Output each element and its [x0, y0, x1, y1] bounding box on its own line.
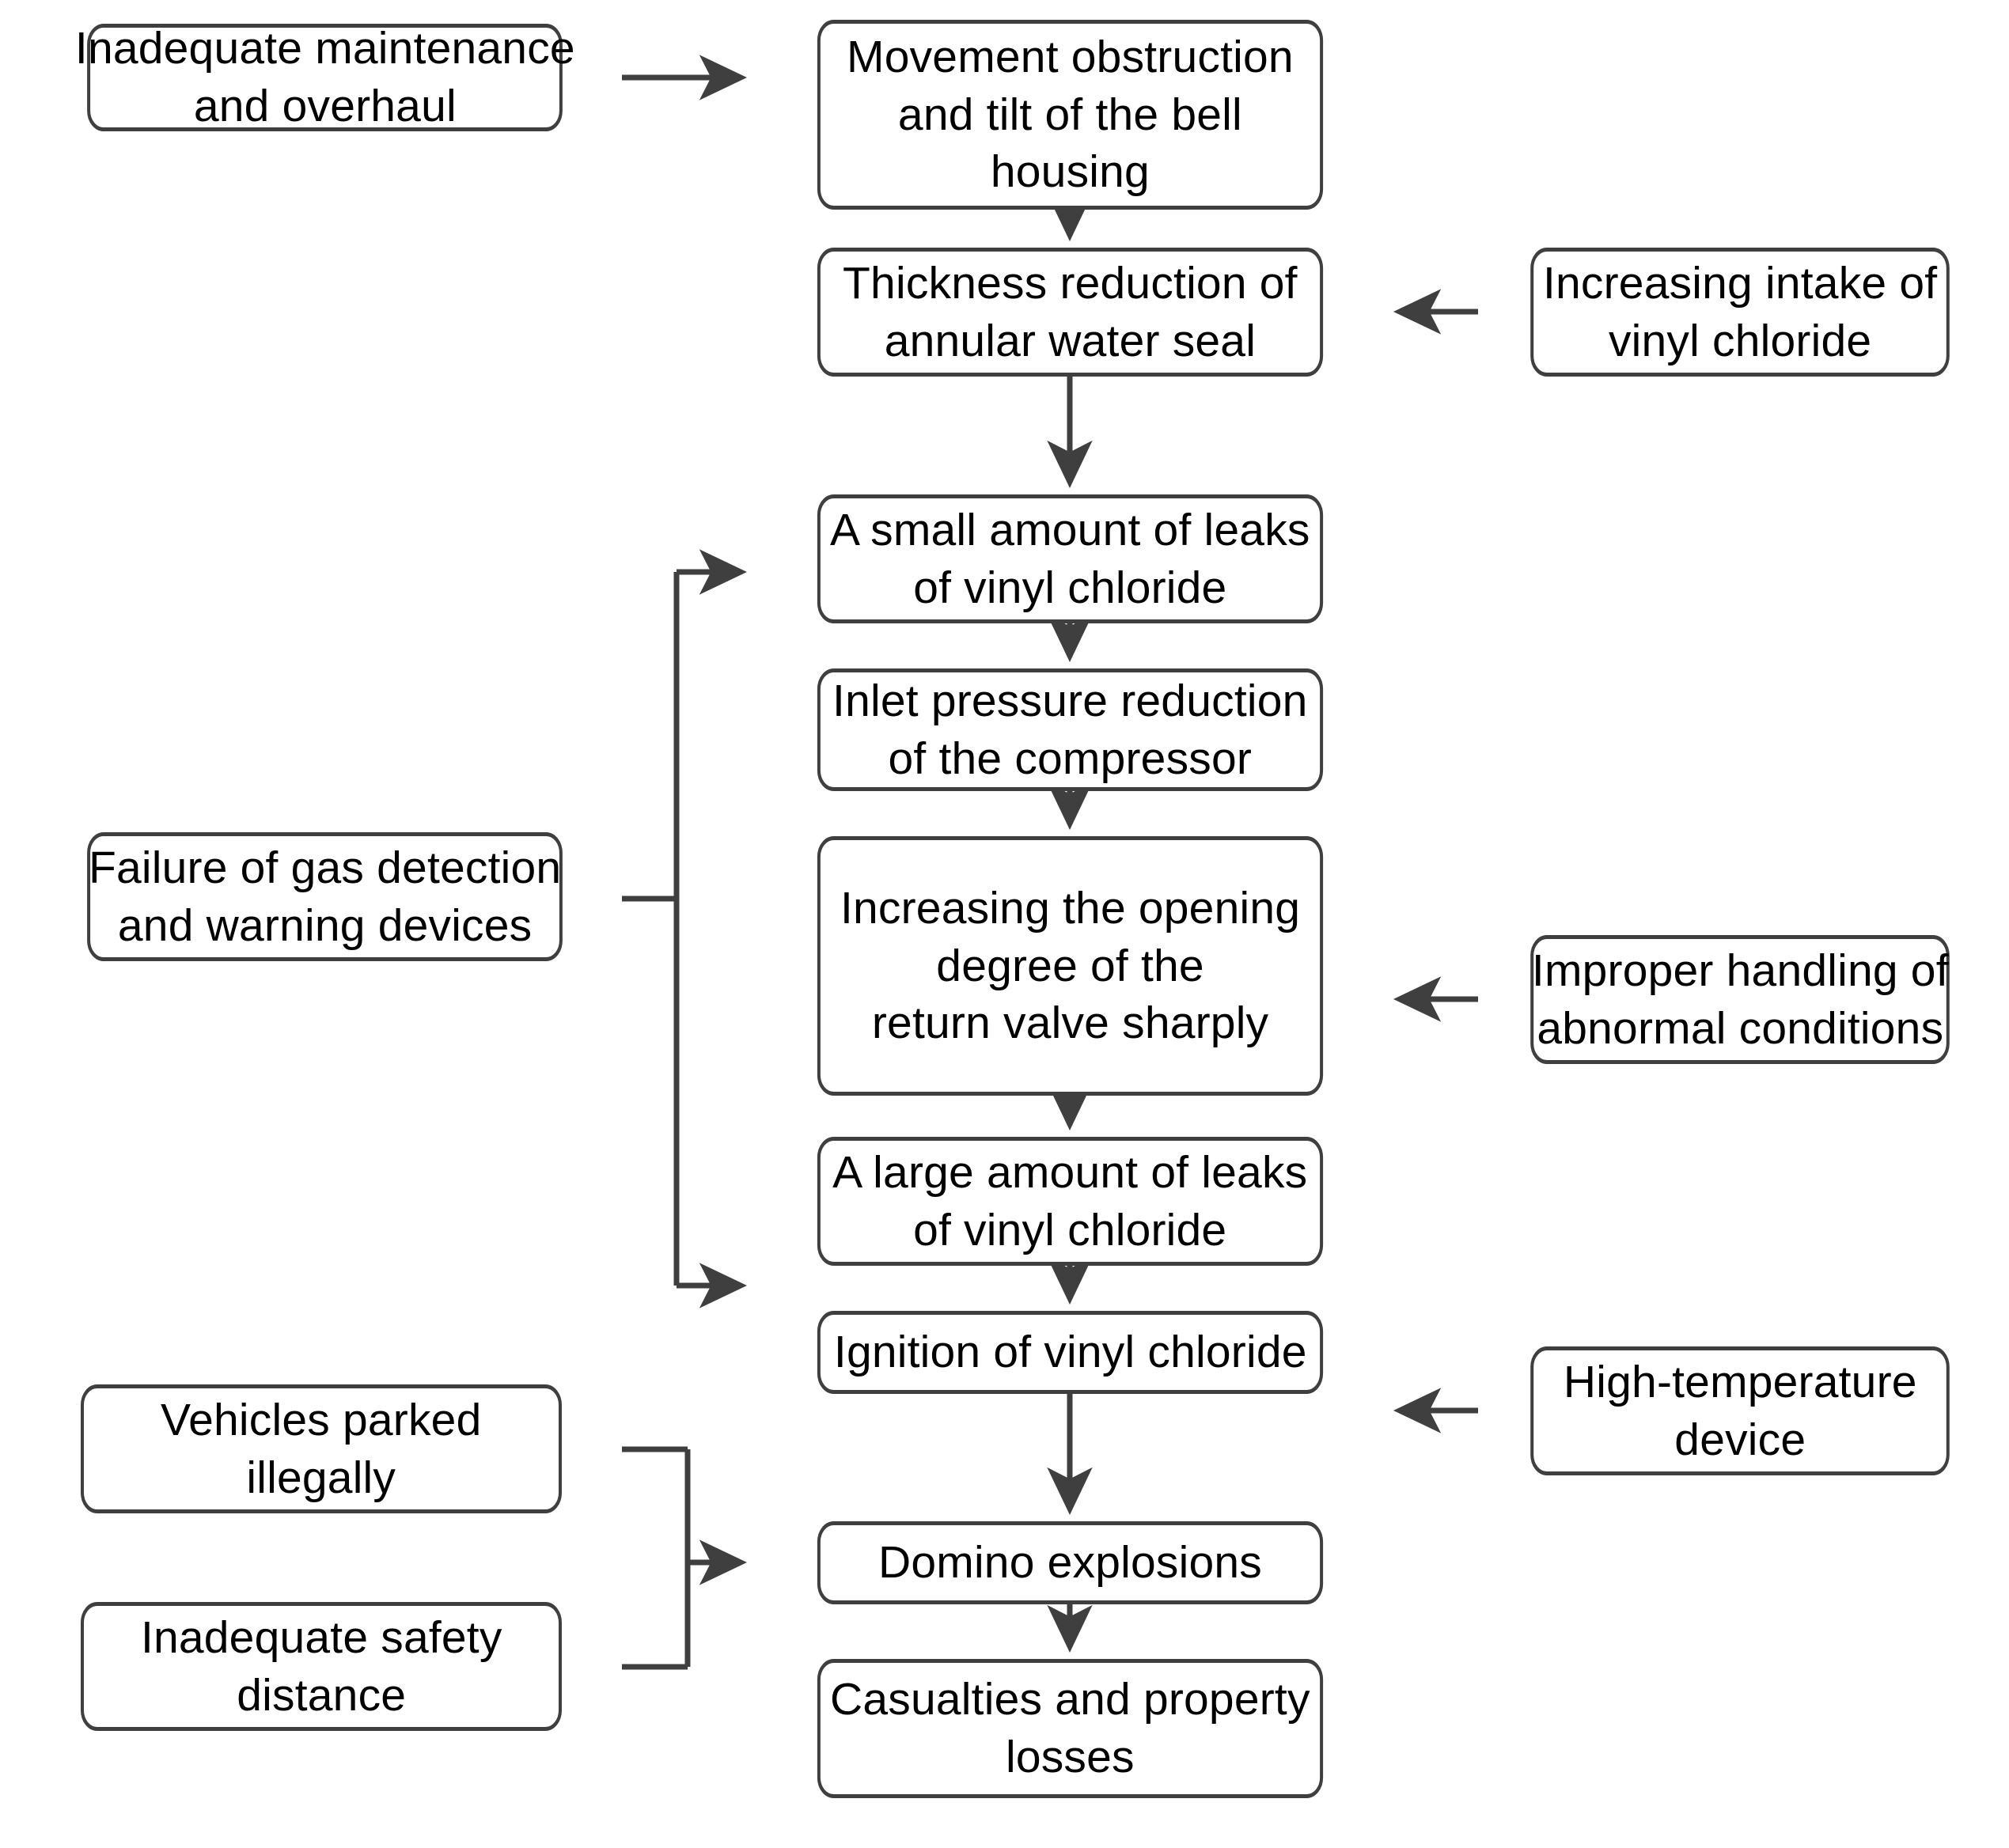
node-large-leaks[interactable]: A large amount of leaks of vinyl chlorid…	[817, 1137, 1324, 1266]
node-label: Vehicles parked illegally	[161, 1394, 482, 1503]
node-inlet-pressure-reduction[interactable]: Inlet pressure reduction of the compress…	[817, 668, 1324, 791]
node-label: Improper handling of abnormal conditions	[1531, 945, 1949, 1054]
node-failure-gas-detection[interactable]: Failure of gas detection and warning dev…	[87, 832, 563, 961]
node-label: Ignition of vinyl chloride	[833, 1327, 1307, 1378]
node-label: Casualties and property losses	[830, 1674, 1310, 1782]
node-label: Domino explosions	[878, 1537, 1262, 1589]
node-label: Thickness reduction of annular water sea…	[843, 257, 1298, 366]
node-label: High-temperature device	[1563, 1356, 1917, 1465]
node-increasing-opening-degree[interactable]: Increasing the opening degree of the ret…	[817, 836, 1324, 1096]
node-ignition[interactable]: Ignition of vinyl chloride	[817, 1311, 1324, 1394]
node-label: A large amount of leaks of vinyl chlorid…	[832, 1146, 1308, 1255]
node-thickness-reduction[interactable]: Thickness reduction of annular water sea…	[817, 248, 1324, 377]
node-label: Inadequate maintenance and overhaul	[74, 23, 575, 131]
node-movement-obstruction[interactable]: Movement obstruction and tilt of the bel…	[817, 20, 1324, 210]
node-casualties-losses[interactable]: Casualties and property losses	[817, 1659, 1324, 1798]
node-improper-handling[interactable]: Improper handling of abnormal conditions	[1530, 935, 1950, 1064]
node-label: A small amount of leaks of vinyl chlorid…	[830, 504, 1310, 613]
node-inadequate-maintenance[interactable]: Inadequate maintenance and overhaul	[75, 23, 574, 131]
node-high-temperature-device[interactable]: High-temperature device	[1530, 1346, 1950, 1475]
node-domino-explosions[interactable]: Domino explosions	[817, 1521, 1324, 1604]
node-small-leaks[interactable]: A small amount of leaks of vinyl chlorid…	[817, 494, 1324, 623]
node-label: Movement obstruction and tilt of the bel…	[847, 31, 1294, 198]
node-label: Increasing intake of vinyl chloride	[1542, 257, 1938, 366]
node-label: Failure of gas detection and warning dev…	[88, 842, 562, 951]
node-label: Inlet pressure reduction of the compress…	[832, 675, 1308, 784]
node-label: Inadequate safety distance	[140, 1611, 502, 1721]
node-vehicles-parked-illegally[interactable]: Vehicles parked illegally	[81, 1384, 562, 1513]
node-inadequate-safety-distance[interactable]: Inadequate safety distance	[81, 1602, 562, 1731]
node-label: Increasing the opening degree of the ret…	[840, 882, 1301, 1049]
node-increasing-intake[interactable]: Increasing intake of vinyl chloride	[1530, 248, 1950, 377]
